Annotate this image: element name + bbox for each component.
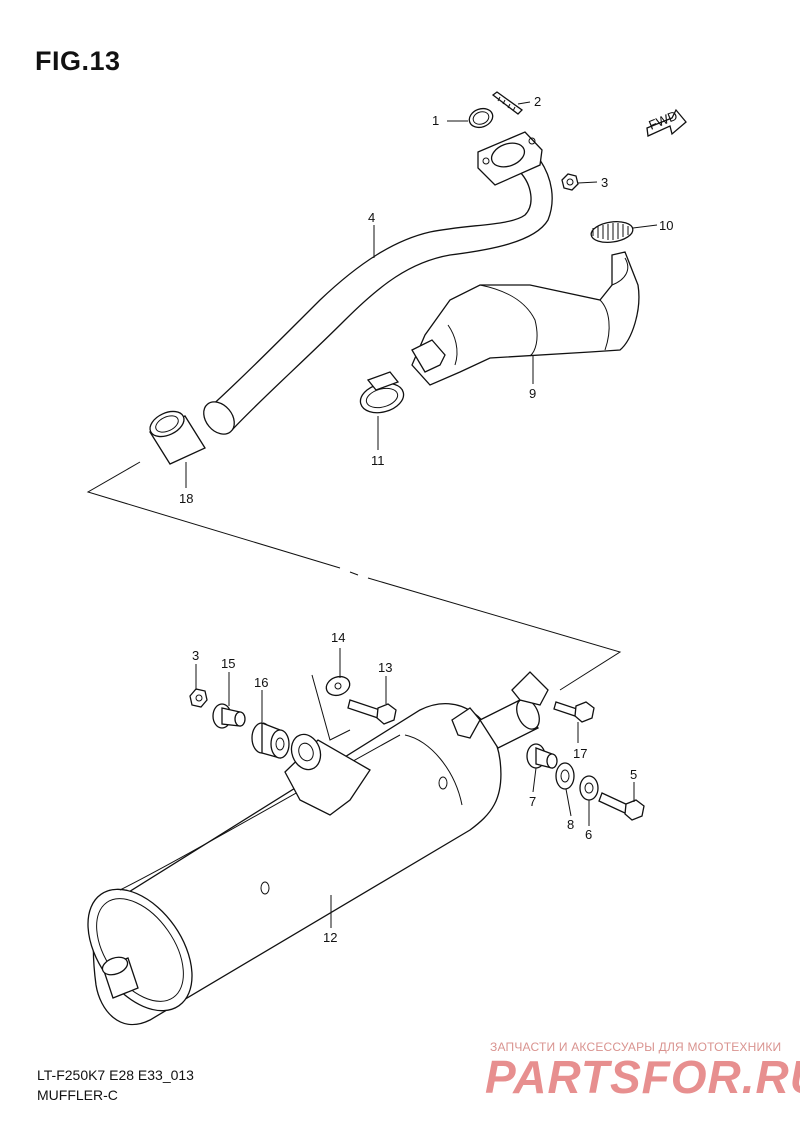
- muffler-body-part-12: [87, 703, 502, 1026]
- assembly-connector-line: [86, 461, 622, 691]
- gasket-part-1: [468, 107, 494, 129]
- callout-16: 16: [254, 675, 268, 690]
- clamp-part-10: [590, 221, 634, 243]
- callout-4: 4: [368, 210, 375, 225]
- cushion-part-16: [251, 722, 290, 759]
- callout-12: 12: [323, 930, 337, 945]
- nut-part-3-lower: [189, 688, 208, 708]
- bolt-part-17: [553, 701, 595, 723]
- hose-clamp-part-11: [359, 371, 405, 414]
- sleeve-part-18: [149, 410, 206, 465]
- callout-2: 2: [534, 94, 541, 109]
- forward-direction-arrow: FWD: [646, 108, 687, 137]
- muffler-front-part-9: [411, 251, 640, 386]
- callout-1: 1: [432, 113, 439, 128]
- callout-14: 14: [331, 630, 345, 645]
- collar-part-15: [212, 703, 246, 729]
- bolt-part-5: [598, 792, 645, 821]
- callout-11: 11: [371, 453, 385, 468]
- watermark-logo: PARTSFOR.RU: [485, 1051, 800, 1103]
- callout-18: 18: [179, 491, 193, 506]
- nut-part-3-upper: [561, 173, 579, 191]
- callout-7: 7: [529, 794, 536, 809]
- washer-part-14: [325, 675, 351, 697]
- model-code: LT-F250K7 E28 E33_013: [37, 1067, 194, 1083]
- callout-10: 10: [659, 218, 673, 233]
- callout-6: 6: [585, 827, 592, 842]
- cushion-part-8: [555, 762, 575, 790]
- muffler-mount-bracket: [284, 733, 371, 816]
- leader-lines: [185, 101, 658, 928]
- callout-15: 15: [221, 656, 235, 671]
- stud-bolt-part-2: [491, 91, 524, 115]
- callout-5: 5: [630, 767, 637, 782]
- pipe-flange: [477, 131, 543, 186]
- callout-9: 9: [529, 386, 536, 401]
- washer-part-6: [579, 775, 599, 801]
- callout-3-upper: 3: [601, 175, 608, 190]
- callout-3-lower: 3: [192, 648, 199, 663]
- bolt-part-13: [347, 699, 397, 725]
- muffler-inlet-stub: [451, 671, 549, 749]
- group-name: MUFFLER-C: [37, 1087, 118, 1103]
- collar-part-7: [526, 743, 558, 769]
- watermark-tagline: ЗАПЧАСТИ И АКСЕССУАРЫ ДЛЯ МОТОТЕХНИКИ: [490, 1040, 782, 1054]
- figure-title: FIG.13: [35, 46, 121, 76]
- callout-17: 17: [573, 746, 587, 761]
- callout-8: 8: [567, 817, 574, 832]
- callout-13: 13: [378, 660, 392, 675]
